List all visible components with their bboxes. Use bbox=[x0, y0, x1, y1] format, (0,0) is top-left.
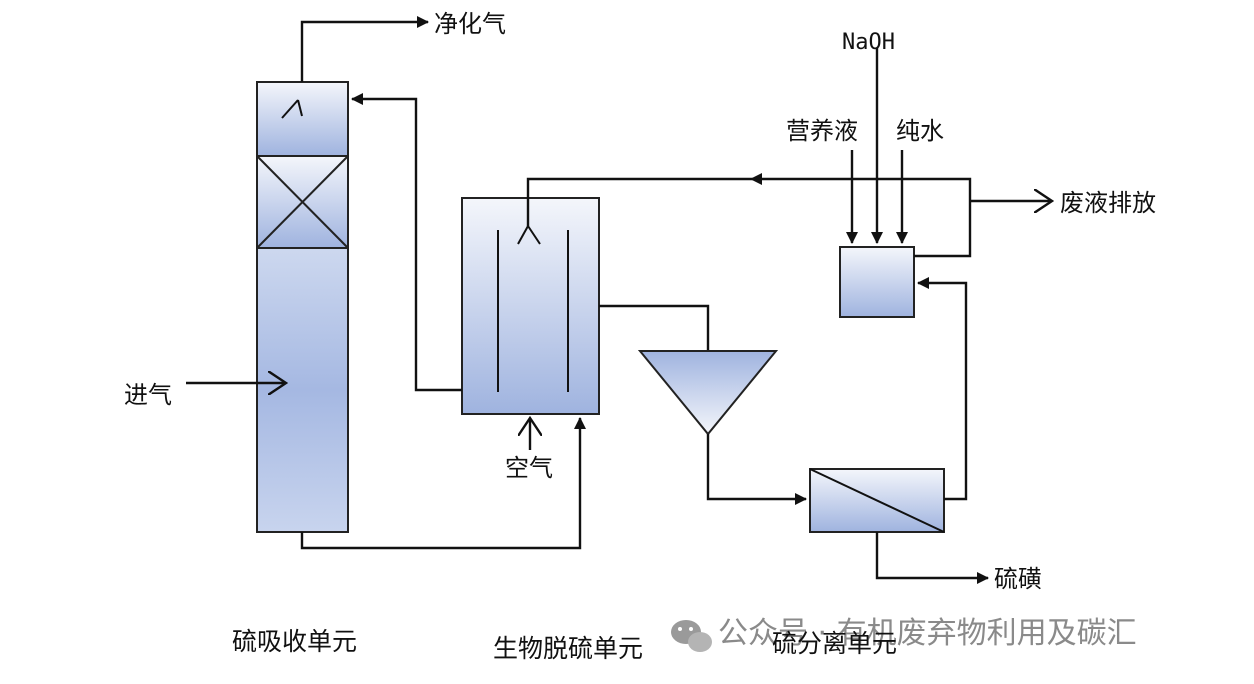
bio-reactor-vessel bbox=[461, 197, 600, 415]
purified-gas-line bbox=[300, 16, 429, 82]
absorber-top-section bbox=[256, 81, 349, 157]
nutrient-label: 营养液 bbox=[786, 117, 858, 145]
settler-to-separator-line bbox=[706, 434, 807, 505]
separation-unit-label: 硫分离单元 bbox=[772, 629, 897, 658]
settler-cone bbox=[637, 350, 779, 436]
absorber-body bbox=[256, 247, 349, 533]
sulfur-out-line bbox=[875, 532, 989, 584]
air-label: 空气 bbox=[505, 454, 553, 482]
watermark: 公众号 · 有机废弃物利用及碳汇 bbox=[671, 616, 1137, 652]
absorption-unit-label: 硫吸收单元 bbox=[232, 627, 357, 656]
pure-water-label: 纯水 bbox=[896, 117, 944, 145]
bio-desulfurization-unit-label: 生物脱硫单元 bbox=[493, 634, 643, 663]
wechat-icon bbox=[671, 620, 712, 652]
watermark-text: 公众号 · 有机废弃物利用及碳汇 bbox=[718, 616, 1137, 651]
spray-nozzle-icon bbox=[281, 99, 303, 119]
rich-liquid-line bbox=[300, 417, 586, 550]
recycle-line bbox=[526, 177, 972, 258]
sulfur-label: 硫磺 bbox=[994, 565, 1042, 593]
absorption-column bbox=[256, 81, 349, 533]
waste-discharge-label: 废液排放 bbox=[1060, 189, 1156, 217]
naoh-label: NaOH bbox=[842, 30, 895, 55]
filtrate-return-line bbox=[917, 277, 968, 501]
reactor-nozzle-icon bbox=[517, 225, 541, 245]
nutrient-tank bbox=[839, 246, 915, 318]
recycle-arrow-icon bbox=[750, 173, 762, 185]
lean-liquid-return-line bbox=[351, 93, 462, 392]
purified-gas-label: 净化气 bbox=[434, 10, 506, 38]
inlet-gas-label: 进气 bbox=[124, 381, 172, 409]
bio-reactor bbox=[461, 197, 600, 415]
